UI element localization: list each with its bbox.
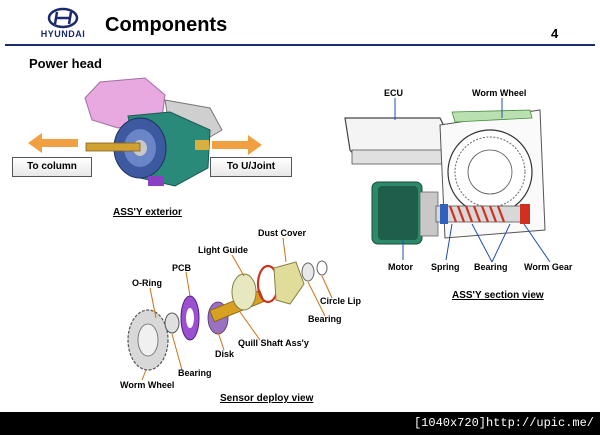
page-number: 4 [551,26,559,41]
to-ujoint-button: To U/Joint [210,157,292,177]
brand-wordmark: HYUNDAI [40,29,86,39]
label-bearing-section: Bearing [474,262,508,272]
header-divider [5,44,595,46]
label-worm-wheel-deploy: Worm Wheel [120,380,175,390]
sensor-deploy-drawing [127,260,328,371]
page-title: Components [105,14,228,36]
section-title: Power head [29,56,102,71]
label-dust-cover: Dust Cover [258,228,307,238]
section-view-callouts [394,98,551,263]
diagram-artwork [28,77,551,381]
label-pcb: PCB [172,263,192,273]
to-column-button: To column [12,157,92,177]
label-quill-shaft: Quill Shaft Ass'y [238,338,309,348]
label-motor: Motor [388,262,413,272]
label-ecu: ECU [384,88,404,98]
hyundai-emblem-icon [47,7,79,29]
label-disk: Disk [215,349,235,359]
deploy-view-caption: Sensor deploy view [220,393,314,404]
arrow-left-icon [28,133,78,153]
label-o-ring: O-Ring [132,278,162,288]
label-light-guide: Light Guide [198,245,248,255]
label-worm-wheel-section: Worm Wheel [472,88,527,98]
label-circle-lip: Circle Lip [320,296,362,306]
hyundai-logo: HYUNDAI [35,6,91,42]
section-view-drawing [344,109,546,245]
section-view-caption: ASS'Y section view [452,290,544,301]
label-bearing-right: Bearing [308,314,342,324]
assembly-exterior-drawing [28,77,262,187]
label-worm-gear: Worm Gear [524,262,573,272]
arrow-right-icon [212,135,262,155]
footer-bar: [1040x720]http://upic.me/ [0,412,600,435]
label-bearing-left: Bearing [178,368,212,378]
footer-watermark: [1040x720]http://upic.me/ [413,416,594,430]
deploy-view-callouts [141,237,333,381]
exterior-caption: ASS'Y exterior [113,207,182,218]
header: HYUNDAI Components 4 [0,0,600,44]
label-spring: Spring [431,262,460,272]
